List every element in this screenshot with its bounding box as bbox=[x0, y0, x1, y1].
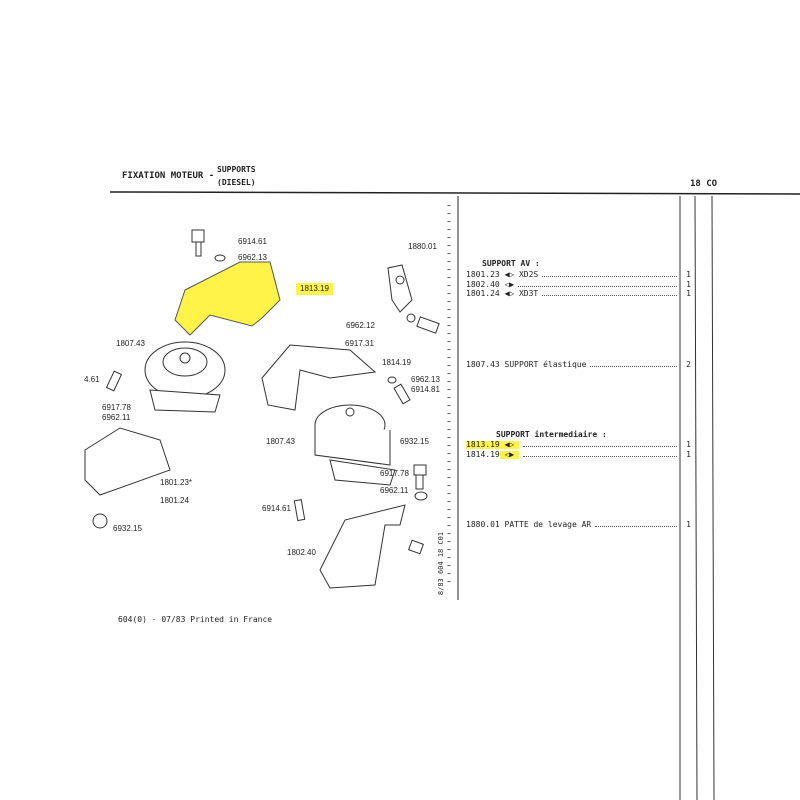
callout: 6917.78 bbox=[380, 469, 409, 478]
part-ref: 1880.01 bbox=[466, 520, 500, 529]
callout: 4.61 bbox=[84, 375, 100, 384]
footer-print-note: 604(0) - 07/83 Printed in France bbox=[118, 615, 273, 624]
part-ref: 1801.23 bbox=[466, 270, 500, 279]
parts-row: 1802.40 ◁▶1 bbox=[466, 280, 691, 289]
callout: 6962.12 bbox=[346, 321, 375, 330]
callout: 6962.11 bbox=[102, 413, 131, 422]
part-qty: 1 bbox=[686, 520, 691, 529]
support-1802-40 bbox=[319, 504, 406, 589]
part-qty: 1 bbox=[686, 280, 691, 289]
callout: 1880.01 bbox=[408, 242, 437, 251]
callout: 1807.43 bbox=[266, 437, 295, 446]
part-qty: 1 bbox=[686, 270, 691, 279]
page-reference: 18 CO bbox=[690, 179, 718, 189]
parts-row: 1814.19 ◁▶ 1 bbox=[466, 450, 691, 459]
callout: 6962.11 bbox=[380, 486, 409, 495]
callout: 1807.43 bbox=[116, 339, 145, 348]
page-title: FIXATION MOTEUR - bbox=[122, 171, 215, 181]
bracket-1814-19 bbox=[261, 344, 377, 411]
part-ref: 1813.19 bbox=[466, 440, 500, 449]
group-title-support-av: SUPPORT AV : bbox=[482, 259, 540, 268]
nut-icon bbox=[92, 513, 108, 529]
part-qty: 1 bbox=[686, 440, 691, 449]
parts-row: 1807.43 SUPPORT élastique 2 bbox=[466, 361, 691, 369]
part-desc: SUPPORT élastique bbox=[504, 360, 587, 369]
elastic-mount-left bbox=[144, 341, 226, 399]
group-title-support-intermediaire: SUPPORT intermediaire : bbox=[496, 430, 607, 439]
part-ref: 1807.43 bbox=[466, 360, 500, 369]
support-1801 bbox=[84, 427, 171, 496]
parts-row-highlighted: 1813.19 ◀▷ 1 bbox=[466, 440, 691, 449]
washer-icon bbox=[214, 254, 226, 262]
callout: 6962.13 bbox=[238, 253, 267, 262]
side-code: 8/83 604 18 C01 bbox=[437, 531, 446, 596]
part-ref: 1814.19 bbox=[466, 450, 500, 459]
part-desc: PATTE de levage AR bbox=[504, 520, 592, 529]
lifting-bracket-1880 bbox=[387, 264, 413, 313]
callout-highlighted: 1813.19 bbox=[296, 283, 333, 295]
bracket-1813-19 bbox=[174, 261, 281, 336]
callout: 6917.31 bbox=[345, 339, 374, 348]
callout: 1802.40 bbox=[287, 548, 316, 557]
header-rule bbox=[109, 191, 800, 195]
part-desc: XD3T bbox=[518, 289, 539, 298]
part-qty: 2 bbox=[686, 360, 691, 369]
bolt-icon bbox=[191, 229, 205, 243]
part-desc: XD2S bbox=[518, 270, 539, 279]
callout: 1801.24 bbox=[160, 496, 189, 505]
part-ref: 1801.24 bbox=[466, 289, 500, 298]
part-qty: 1 bbox=[686, 289, 691, 298]
parts-row: 1880.01 PATTE de levage AR 1 bbox=[466, 521, 691, 529]
page-subtitle-diesel: (DIESEL) bbox=[217, 178, 256, 187]
callout: 6917.78 bbox=[102, 403, 131, 412]
callout: 6932.15 bbox=[113, 524, 142, 533]
callout: 1814.19 bbox=[382, 358, 411, 367]
callout: 6932.15 bbox=[400, 437, 429, 446]
page-subtitle-supports: SUPPORTS bbox=[217, 165, 256, 174]
callout: 6962.13 bbox=[411, 375, 440, 384]
callout: 1801.23* bbox=[160, 478, 193, 487]
part-qty: 1 bbox=[686, 450, 691, 459]
callout: 6914.61 bbox=[238, 237, 267, 246]
callout: 6914.81 bbox=[411, 385, 440, 394]
callout: 6914.61 bbox=[262, 504, 291, 513]
part-ref: 1802.40 bbox=[466, 280, 500, 289]
